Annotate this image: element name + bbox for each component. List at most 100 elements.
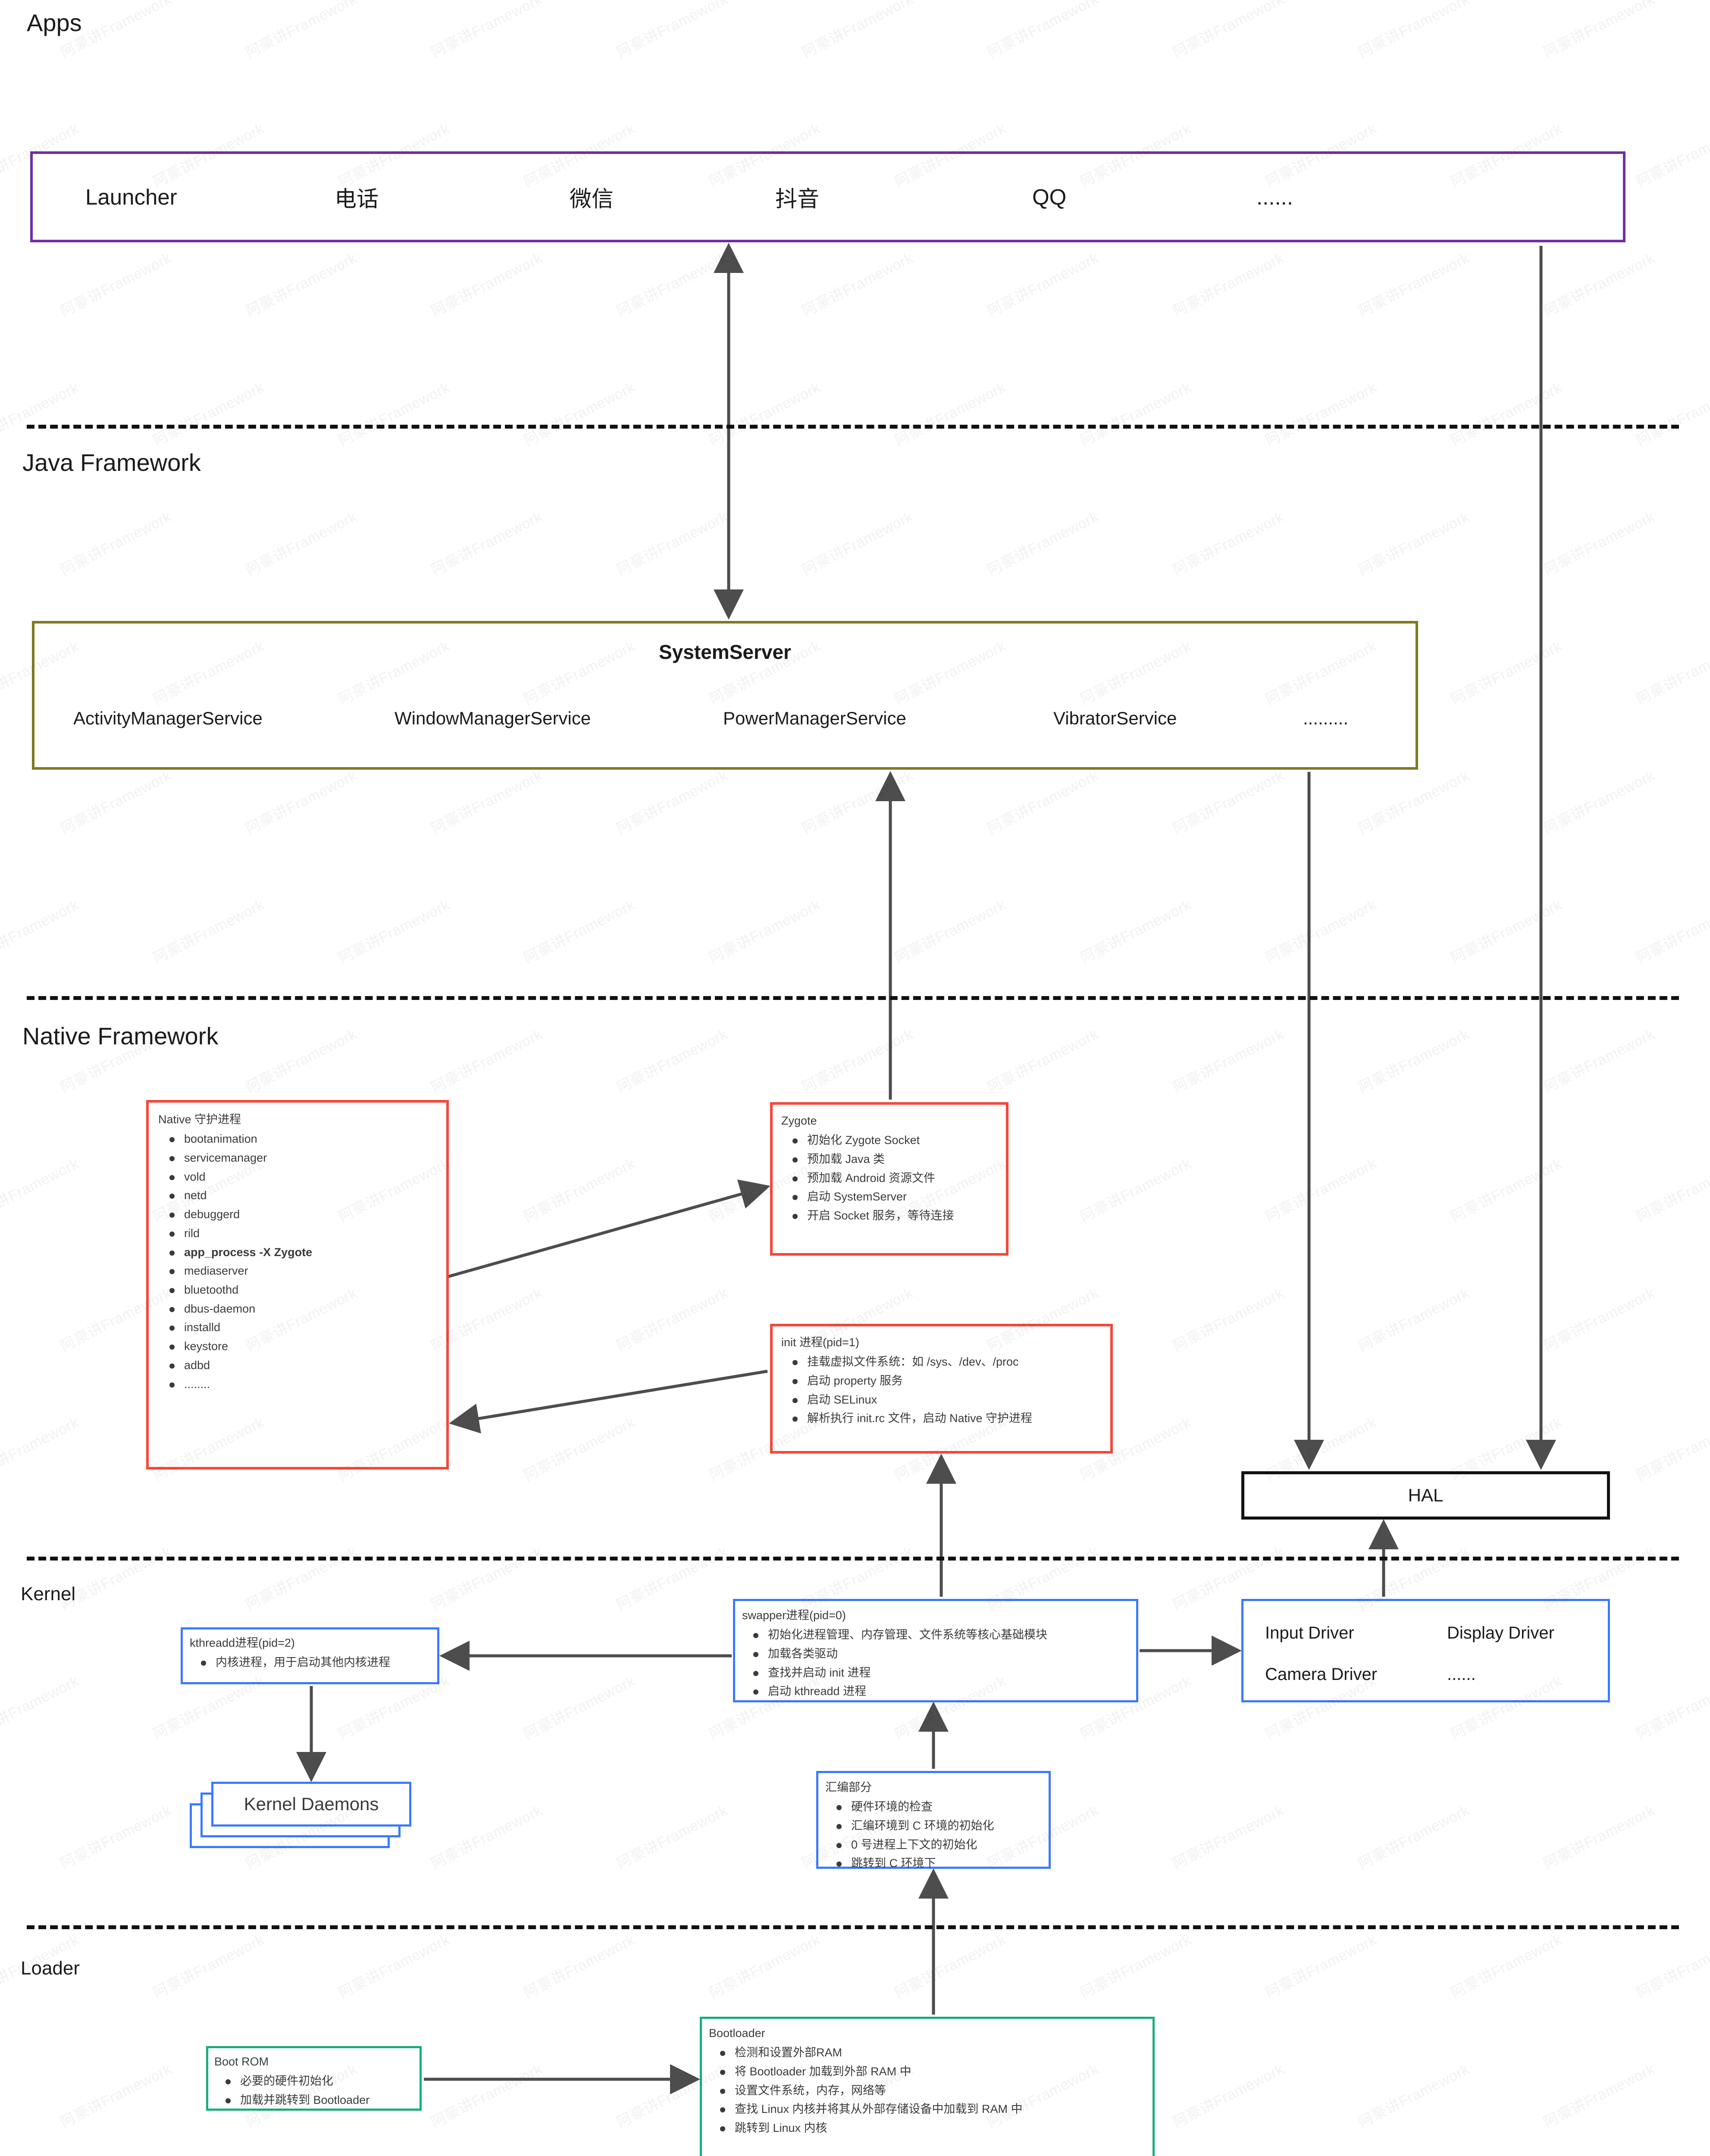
list-item: 解析执行 init.rc 文件，启动 Native 守护进程 [781, 1409, 1110, 1428]
watermark-text: 阿豪讲Framework [0, 1155, 82, 1225]
watermark-text: 阿豪讲Framework [1263, 1155, 1380, 1225]
watermark-text: 阿豪讲Framework [0, 1673, 82, 1743]
swapper-box: swapper进程(pid=0) 初始化进程管理、内存管理、文件系统等核心基础模… [733, 1599, 1138, 1702]
list-item: 加载各类驱动 [742, 1645, 1136, 1664]
systemserver-container: SystemServer ActivityManagerService Wind… [32, 621, 1418, 770]
list-item: 初始化进程管理、内存管理、文件系统等核心基础模块 [742, 1626, 1136, 1645]
watermark-text: 阿豪讲Framework [985, 1026, 1102, 1096]
watermark-text: 阿豪讲Framework [336, 1931, 453, 2002]
list-item: mediaserver [158, 1262, 446, 1281]
list-item: vold [158, 1168, 446, 1187]
watermark-text: 阿豪讲Framework [614, 1285, 731, 1355]
watermark-text: 阿豪讲Framework [1541, 250, 1658, 320]
watermark-text: 阿豪讲Framework [614, 250, 731, 320]
watermark-text: 阿豪讲Framework [1541, 767, 1658, 837]
app-item-qq[interactable]: QQ [1032, 185, 1067, 209]
watermark-text: 阿豪讲Framework [1448, 638, 1565, 708]
watermark-text: 阿豪讲Framework [1263, 1931, 1380, 2002]
service-vibratorservice[interactable]: VibratorService [1053, 708, 1177, 728]
watermark-text: 阿豪讲Framework [1356, 1285, 1472, 1355]
watermark-text: 阿豪讲Framework [1170, 767, 1287, 837]
watermark-text: 阿豪讲Framework [521, 896, 638, 967]
watermark-text: 阿豪讲Framework [58, 1802, 175, 1872]
list-item: 设置文件系统，内存，网络等 [709, 2081, 1153, 2100]
divider-native-kernel [27, 1557, 1679, 1561]
list-item: keystore [158, 1337, 446, 1356]
hal-label: HAL [1408, 1485, 1444, 1505]
service-activitymanagerservice[interactable]: ActivityManagerService [73, 708, 263, 728]
watermark-text: 阿豪讲Framework [799, 767, 916, 837]
app-item-wechat[interactable]: 微信 [570, 186, 614, 211]
boot-rom-box: Boot ROM 必要的硬件初始化 加载并跳转到 Bootloader [206, 2046, 422, 2111]
list-item: 0 号进程上下文的初始化 [825, 1836, 1049, 1855]
watermark-text: 阿豪讲Framework [614, 767, 731, 837]
init-process-box: init 进程(pid=1) 挂载虚拟文件系统：如 /sys、/dev、/pro… [770, 1324, 1113, 1454]
watermark-text: 阿豪讲Framework [243, 1543, 360, 1614]
list-item: 启动 SELinux [781, 1391, 1110, 1410]
list-item: 启动 SystemServer [781, 1188, 1006, 1206]
watermark-text: 阿豪讲Framework [1448, 896, 1565, 967]
divider-kernel-loader [27, 1925, 1679, 1929]
watermark-text: 阿豪讲Framework [985, 250, 1102, 320]
watermark-text: 阿豪讲Framework [429, 508, 545, 579]
list-item: 跳转到 C 环境下 [825, 1854, 1049, 1873]
watermark-text: 阿豪讲Framework [1077, 896, 1194, 967]
list-item: 将 Bootloader 加载到外部 RAM 中 [709, 2062, 1153, 2081]
watermark-text: 阿豪讲Framework [429, 1026, 545, 1096]
watermark-text: 阿豪讲Framework [1448, 1931, 1565, 2002]
service-powermanagerservice[interactable]: PowerManagerService [723, 708, 906, 728]
list-item: debuggerd [158, 1205, 446, 1224]
boot-rom-title: Boot ROM [214, 2055, 269, 2068]
watermark-text: 阿豪讲Framework [429, 767, 545, 837]
watermark-text: 阿豪讲Framework [243, 767, 360, 837]
service-windowmanagerservice[interactable]: WindowManagerService [395, 708, 591, 728]
list-item-app-process: app_process -X Zygote [158, 1243, 446, 1262]
watermark-text: 阿豪讲Framework [614, 1543, 731, 1614]
watermark-text: 阿豪讲Framework [1077, 379, 1194, 449]
watermark-text: 阿豪讲Framework [1170, 1285, 1287, 1355]
watermark-text: 阿豪讲Framework [521, 1673, 638, 1743]
apps-container: Launcher 电话 微信 抖音 QQ ...... [30, 151, 1625, 242]
watermark-text: 阿豪讲Framework [243, 0, 360, 61]
assembly-list: 硬件环境的检查 汇编环境到 C 环境的初始化 0 号进程上下文的初始化 跳转到 … [825, 1798, 1049, 1873]
watermark-text: 阿豪讲Framework [614, 508, 731, 579]
list-item: installd [158, 1318, 446, 1337]
layer-title-apps: Apps [27, 9, 82, 36]
layer-title-kernel: Kernel [21, 1583, 76, 1604]
swapper-title: swapper进程(pid=0) [742, 1609, 846, 1622]
watermark-text: 阿豪讲Framework [1170, 508, 1287, 579]
watermark-text: 阿豪讲Framework [1356, 250, 1472, 320]
bootloader-title: Bootloader [709, 2027, 765, 2040]
kthreadd-box: kthreadd进程(pid=2) 内核进程，用于启动其他内核进程 [181, 1627, 439, 1684]
list-item: 查找 Linux 内核并将其从外部存储设备中加载到 RAM 中 [709, 2100, 1153, 2119]
watermark-text: 阿豪讲Framework [58, 767, 175, 837]
watermark-text: 阿豪讲Framework [0, 379, 82, 449]
list-item: 预加载 Android 资源文件 [781, 1169, 1006, 1188]
watermark-text: 阿豪讲Framework [1077, 1931, 1194, 2002]
native-daemons-box: Native 守护进程 bootanimation servicemanager… [146, 1100, 449, 1470]
kernel-daemons-box: Kernel Daemons [211, 1782, 411, 1827]
watermark-text: 阿豪讲Framework [1634, 1931, 1710, 2002]
init-process-list: 挂载虚拟文件系统：如 /sys、/dev、/proc 启动 property 服… [781, 1353, 1110, 1428]
watermark-text: 阿豪讲Framework [1541, 1285, 1658, 1355]
app-item-phone[interactable]: 电话 [335, 186, 379, 211]
init-process-title: init 进程(pid=1) [781, 1336, 859, 1349]
list-item: 初始化 Zygote Socket [781, 1131, 1006, 1150]
watermark-text: 阿豪讲Framework [243, 250, 360, 320]
app-item-launcher[interactable]: Launcher [85, 185, 177, 209]
watermark-text: 阿豪讲Framework [58, 2061, 175, 2131]
watermark-text: 阿豪讲Framework [1356, 0, 1472, 61]
watermark-text: 阿豪讲Framework [799, 1026, 916, 1096]
watermark-text: 阿豪讲Framework [429, 1543, 545, 1614]
watermark-text: 阿豪讲Framework [1077, 1155, 1194, 1225]
watermark-text: 阿豪讲Framework [1356, 2061, 1472, 2131]
app-item-douyin[interactable]: 抖音 [775, 186, 820, 211]
watermark-text: 阿豪讲Framework [985, 508, 1102, 579]
watermark-text: 阿豪讲Framework [1263, 896, 1380, 967]
watermark-text: 阿豪讲Framework [1170, 1026, 1287, 1096]
watermark-text: 阿豪讲Framework [150, 1931, 267, 2002]
watermark-text: 阿豪讲Framework [1448, 1155, 1565, 1225]
drivers-box: Input Driver Display Driver Camera Drive… [1241, 1599, 1610, 1702]
hal-box: HAL [1241, 1471, 1610, 1520]
